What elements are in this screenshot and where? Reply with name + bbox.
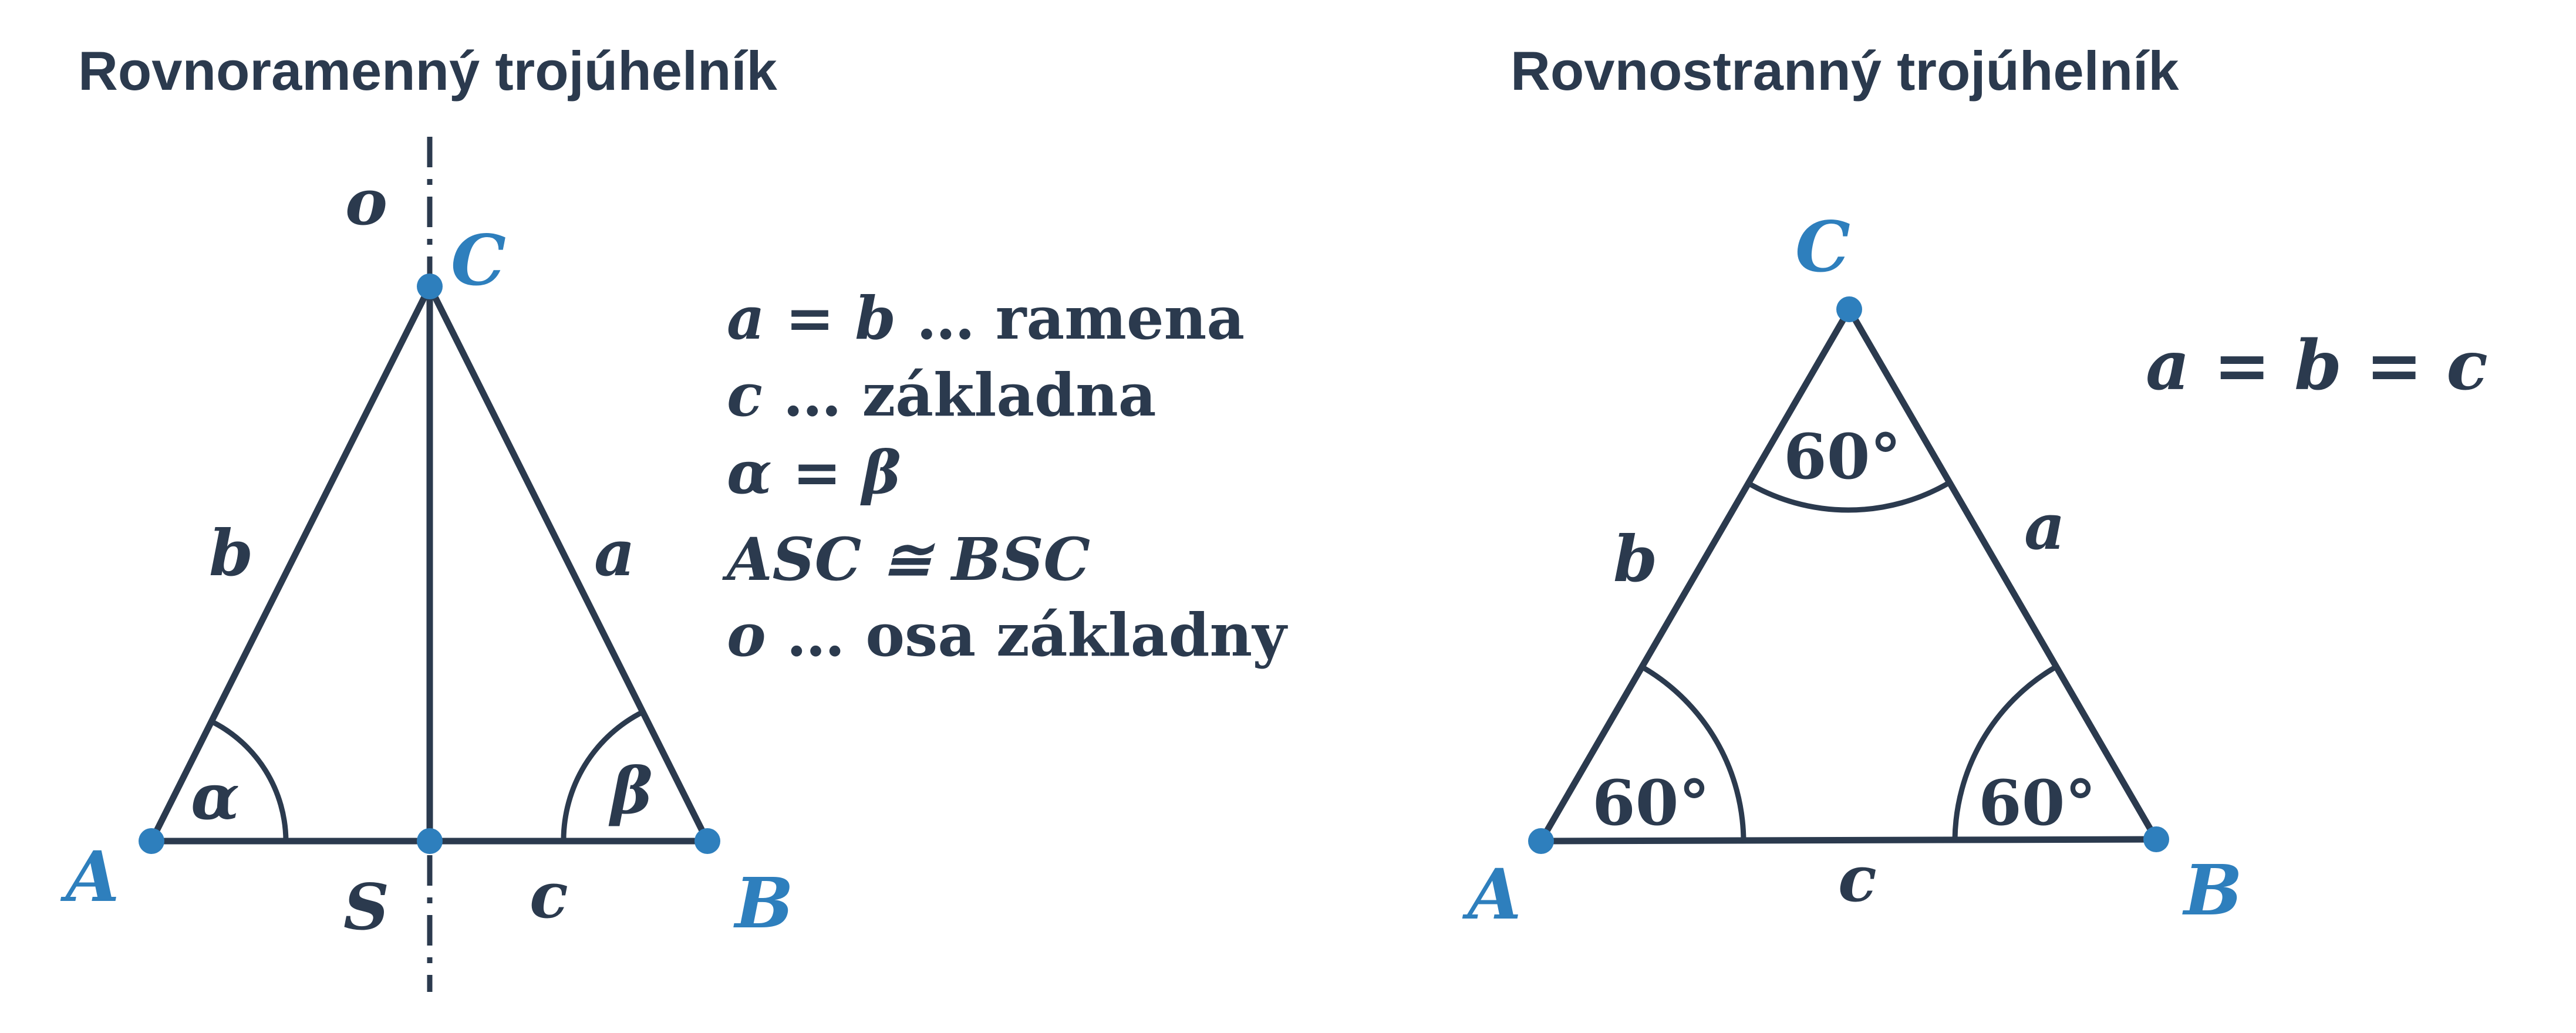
side-c-label: c — [1838, 842, 1877, 916]
angle-beta-label: β — [608, 754, 653, 828]
property-line: o … osa základny — [727, 600, 1288, 670]
equilateral-property: a = b = c — [2146, 326, 2488, 406]
vertex-b-label: B — [733, 862, 794, 944]
side-a-label: a — [2024, 490, 2065, 564]
vertex-c-point — [1836, 296, 1862, 322]
side-b-label: b — [1613, 522, 1658, 596]
equilateral-triangle: A B C b a c 60° 60° 60° — [1462, 206, 2243, 935]
vertex-c-label: C — [1795, 206, 1850, 288]
property-line: c … základna — [727, 360, 1156, 430]
isosceles-properties: a = b … ramena c … základna α = β ASC ≅ … — [722, 283, 1288, 670]
vertex-a-label: A — [60, 836, 120, 917]
vertex-b-point — [694, 828, 720, 854]
side-c — [1537, 836, 2160, 845]
angle-alpha-label: α — [191, 760, 240, 834]
vertex-c-label: C — [451, 220, 506, 301]
vertex-s-label: S — [343, 870, 389, 944]
vertex-c-point — [417, 274, 443, 299]
vertex-b-point — [2143, 826, 2169, 852]
angle-left-arc — [1642, 666, 1746, 842]
angle-beta-arc — [561, 709, 645, 842]
property-line: α = β — [727, 438, 901, 507]
isosceles-triangle: A B C S b a c o α β — [60, 137, 794, 992]
angle-top-arc — [1745, 480, 1951, 513]
side-b — [148, 283, 433, 845]
angle-alpha-arc — [210, 718, 289, 842]
angle-top-label: 60° — [1783, 420, 1901, 493]
angle-left-label: 60° — [1592, 766, 1710, 839]
side-c-label: c — [530, 859, 568, 933]
side-b — [1537, 306, 1853, 845]
right-panel-title: Rovnostranný trojúhelník — [1510, 40, 2179, 102]
left-panel-title: Rovnoramenný trojúhelník — [78, 40, 777, 102]
side-a — [1846, 306, 2160, 843]
property-line: a = b … ramena — [727, 283, 1245, 353]
side-a — [426, 283, 711, 845]
axis-o-label: o — [345, 166, 387, 239]
vertex-a-label: A — [1462, 853, 1522, 935]
vertex-s-point — [417, 828, 443, 854]
vertex-a-point — [1528, 828, 1554, 854]
vertex-b-label: B — [2182, 849, 2243, 931]
side-b-label: b — [209, 516, 254, 590]
property-line: ASC ≅ BSC — [722, 525, 1090, 594]
vertex-a-point — [139, 828, 164, 854]
angle-right-label: 60° — [1978, 766, 2096, 839]
side-a-label: a — [594, 516, 635, 590]
angle-right-arc — [1952, 666, 2056, 840]
